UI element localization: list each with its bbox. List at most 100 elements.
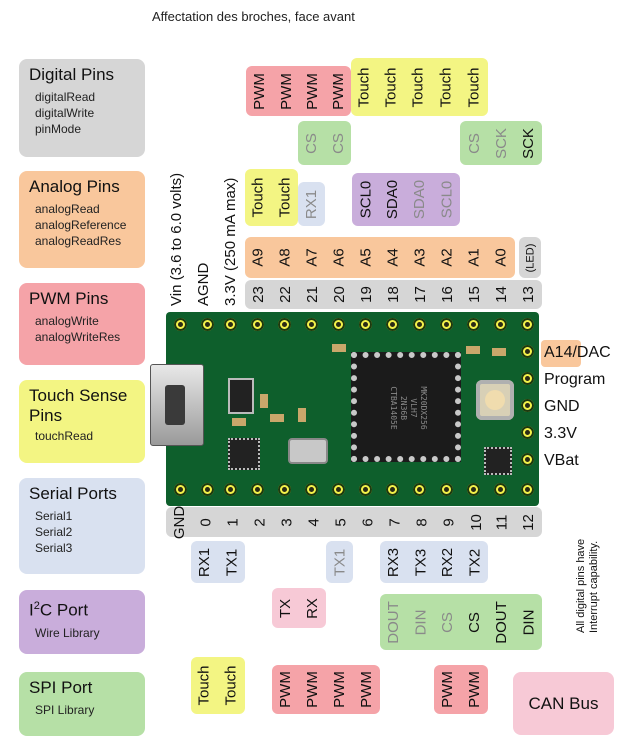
top-touch-left-group: Touch Touch (245, 169, 298, 226)
touch-label: Touch (410, 66, 427, 108)
analog-label: A2 (438, 248, 456, 267)
pwm-label: PWM (251, 72, 269, 110)
legend-analog-item: analogReference (35, 218, 127, 232)
touch-label: Touch (223, 665, 240, 706)
legend-pwm-heading: PWM Pins (29, 289, 109, 308)
gnd-pin-label: GND (171, 505, 188, 539)
pin-hole (359, 483, 372, 496)
pin-number: 22 (277, 286, 294, 303)
vin-label: Vin (3.6 to 6.0 volts) (168, 172, 185, 306)
analog-label: A6 (330, 248, 348, 267)
vbat-label: VBat (544, 452, 579, 469)
diagram-title: Affectation des broches, face avant (152, 9, 355, 24)
program-label: Program (544, 371, 606, 388)
pin-hole (332, 483, 345, 496)
legend-analog-item: analogRead (35, 202, 100, 216)
bottom-spi-group: DOUT DIN CS CS DOUT DIN (380, 594, 542, 650)
agnd-label: AGND (195, 262, 212, 306)
top-cs-left-group: CS CS (298, 121, 351, 165)
pin-number: 8 (414, 517, 431, 527)
pin-hole (305, 483, 318, 496)
chip-text: MK20DX256 (419, 386, 428, 430)
legend-spi-item: SPI Library (35, 703, 95, 717)
analog-label: A4 (384, 248, 402, 267)
pin-hole (440, 483, 453, 496)
pin-number: 10 (467, 513, 485, 531)
pin-number: 6 (360, 517, 377, 527)
touch-label: Touch (383, 66, 400, 108)
legend-analog-item: analogReadRes (35, 234, 122, 248)
crystal (288, 438, 328, 464)
v33-side-label: 3.3V (544, 425, 577, 442)
legend-touch-heading: Touch Sense Pins (29, 386, 128, 425)
dout-label: DOUT (385, 600, 402, 644)
led-label: (LED) (524, 243, 537, 272)
legend-i2c: I2C Port Wire Library (19, 590, 145, 654)
pin-number: 17 (412, 286, 429, 303)
interrupt-note-line: All digital pins have (575, 538, 587, 633)
pin-number: 23 (250, 286, 267, 303)
pin-hole (201, 483, 214, 496)
top-led-group: (LED) (519, 237, 541, 278)
capacitor (298, 408, 306, 422)
analog-label: A1 (465, 248, 483, 267)
pin-hole (521, 372, 534, 385)
pin-hole (521, 399, 534, 412)
bottom-pwm-right-group: PWM PWM (434, 665, 488, 714)
pin-number: 5 (333, 517, 350, 527)
pin-hole (174, 483, 187, 496)
pin-number: 16 (439, 286, 456, 303)
din-label: DIN (520, 609, 537, 635)
bottom-pwm-mid-group: PWM PWM PWM PWM (272, 665, 380, 714)
legend-serial-item: Serial1 (35, 509, 73, 523)
pin-hole (386, 318, 399, 331)
chip-text: 2N36B (399, 395, 408, 421)
analog-label: A0 (492, 248, 510, 267)
dout-label: DOUT (493, 600, 510, 644)
v33-label: 3.3V (250 mA max) (222, 177, 239, 306)
legend-spi-heading: SPI Port (29, 678, 93, 697)
pin-hole (521, 318, 534, 331)
pin-hole (305, 318, 318, 331)
pin-number: 19 (358, 286, 375, 303)
analog-label: A7 (303, 248, 321, 267)
pin-hole (174, 318, 187, 331)
tx-label: TX (276, 598, 294, 618)
top-analog-group: A9 A8 A7 A6 A5 A4 A3 A2 A1 A0 (245, 237, 515, 278)
small-chip (228, 438, 260, 470)
regulator-chip (228, 378, 254, 414)
scl-label: SCL0 (357, 180, 374, 219)
pin-number: 14 (493, 286, 510, 303)
legend-digital-heading: Digital Pins (29, 65, 115, 84)
pin-hole (494, 483, 507, 496)
legend-pwm: PWM Pins analogWrite analogWriteRes (19, 283, 145, 365)
top-touch-right-group: Touch Touch Touch Touch Touch (351, 58, 488, 116)
top-spi-right-group: CS SCK SCK (460, 121, 542, 165)
cs-label: CS (439, 611, 456, 633)
bottom-touch-group: Touch Touch (191, 657, 245, 714)
pin-hole (440, 318, 453, 331)
legend-digital-item: pinMode (35, 122, 82, 136)
touch-label: Touch (356, 66, 373, 108)
pin-number: 15 (466, 286, 483, 303)
gnd-label: GND (544, 398, 580, 415)
bottom-pin-number-group: GND 0 1 2 3 4 5 6 7 8 9 10 11 12 (166, 505, 542, 539)
capacitor (332, 344, 346, 352)
rx1-label: RX1 (196, 547, 213, 577)
top-pin-number-group: 23 22 21 20 19 18 17 16 15 14 13 (245, 280, 542, 309)
pin-hole (494, 318, 507, 331)
analog-label: A5 (357, 248, 375, 267)
pwm-label: PWM (277, 72, 295, 110)
pin-number: 12 (520, 513, 537, 531)
pin-hole (332, 318, 345, 331)
usb-connector (150, 364, 204, 446)
pin-hole (359, 318, 372, 331)
touch-label: Touch (250, 177, 267, 218)
pin-number: 11 (493, 514, 511, 530)
pwm-label: PWM (303, 72, 321, 110)
pin-hole (521, 426, 534, 439)
pin-number: 9 (441, 517, 458, 527)
tx1-label: TX1 (331, 548, 349, 576)
touch-label: Touch (276, 177, 294, 218)
pwm-label: PWM (358, 671, 376, 708)
